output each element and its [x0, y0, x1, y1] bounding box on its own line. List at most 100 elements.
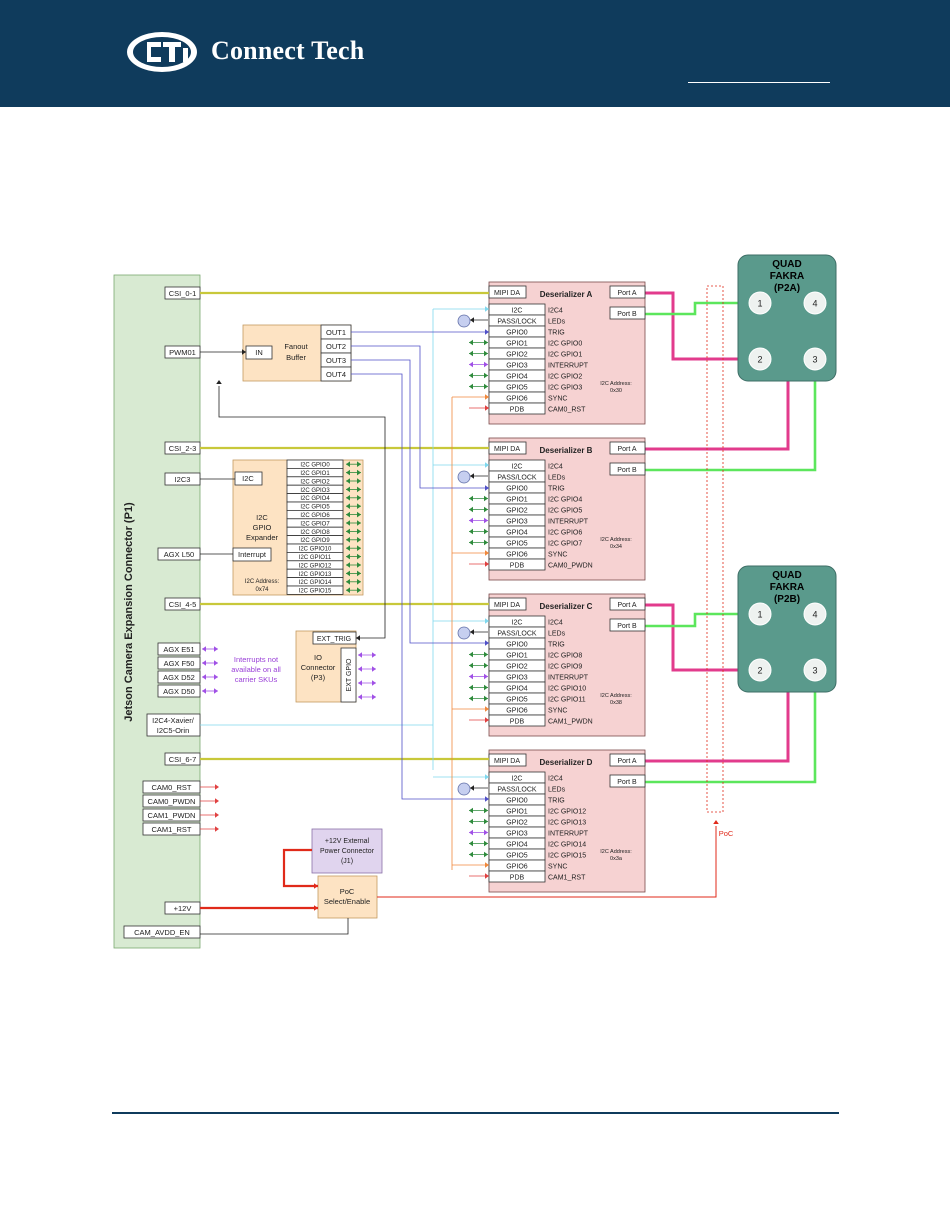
poc-line	[377, 826, 717, 898]
deser-a-gpio-arrow-3-arrow-left	[469, 339, 473, 346]
deser-b-port-a	[609, 441, 646, 455]
gpio-expander-addr-label: I2C Address:	[245, 579, 280, 585]
deser-a-gpio-arrow-7-arrow-left	[469, 383, 473, 390]
fanout-out-1-label: OUT2	[326, 342, 346, 351]
deser-c-gpio-arrow-5-arrow-left	[469, 673, 473, 680]
signal-agx_l50-label: AGX L50	[164, 550, 194, 559]
deser-c-pin-9	[488, 714, 546, 727]
deser-c-func-6: I2C GPIO10	[548, 686, 586, 693]
ext-trig-arrow-in	[356, 635, 360, 641]
deser-c-func-0: I2C4	[548, 620, 563, 627]
fakra-p2a-pin-2	[748, 347, 772, 371]
signal-agx_d50	[157, 684, 201, 698]
deser-c-addr: 0x38	[610, 700, 622, 706]
deser-d-func-7: I2C GPIO15	[548, 853, 586, 860]
deser-b-func-4: I2C GPIO5	[548, 508, 582, 515]
deser-c-gpio-arrow-7-arrow-right	[484, 695, 488, 702]
agx-interrupt-arrow-3-arrow-right	[214, 688, 218, 694]
gpio-expander-addr: 0x74	[255, 587, 269, 593]
signal-agx_d50-label: AGX D50	[163, 687, 195, 696]
deser-c-func-9: CAM1_PWDN	[548, 719, 593, 726]
deser-b-title: Deserializer B	[540, 446, 593, 455]
fakra-p2a-pin-3	[803, 347, 827, 371]
deser-a-pin-5-label: GPIO3	[506, 363, 528, 370]
fakra-p2b-pin-2-label: 2	[757, 666, 762, 676]
deser-b-pin-6-label: GPIO4	[506, 530, 528, 537]
deser-b-pin-9	[488, 558, 546, 571]
deser-c-func-2: TRIG	[548, 642, 565, 649]
port-b-line-3	[645, 682, 817, 784]
deser-a-pin-6-label: GPIO4	[506, 374, 528, 381]
expander-gpio-arrow-2-arrow-left	[346, 478, 350, 484]
deser-c-pin-5-label: GPIO3	[506, 675, 528, 682]
deser-d-gpio-arrow-5-arrow-left	[469, 829, 473, 836]
deser-d-pin-2-label: GPIO0	[506, 798, 528, 805]
fakra-p2b-title-0: QUAD	[772, 570, 801, 581]
deser-a-func-6: I2C GPIO2	[548, 374, 582, 381]
deser-c-pin-7-label: GPIO5	[506, 697, 528, 704]
deser-c-gpio-arrow-3-arrow-right	[484, 651, 488, 658]
expander-gpio-arrow-3-arrow-left	[346, 486, 350, 493]
port-a-line-0	[645, 291, 748, 361]
expander-gpio-arrow-4-arrow-left	[346, 495, 350, 501]
deser-a-gpio-arrow-6-arrow-right	[484, 372, 488, 379]
io-gpio-arrow-2-arrow-right	[372, 680, 376, 686]
signal-cam0_rst-label: CAM0_RST	[151, 783, 191, 792]
signal-csi_45-label: CSI_4-5	[169, 600, 197, 609]
deser-a-title: Deserializer A	[540, 290, 593, 299]
deser-a-func-5: INTERRUPT	[548, 363, 589, 370]
expander-gpio-arrow-7-arrow-left	[346, 520, 350, 526]
signal-agx_e51-label: AGX E51	[163, 645, 194, 654]
ext-power-line	[282, 848, 318, 888]
deser-d-func-3: I2C GPIO12	[548, 809, 586, 816]
trig-arrow-1	[485, 485, 489, 491]
deser-c-title: Deserializer C	[540, 602, 593, 611]
agx-interrupt-arrow-2-arrow-right	[214, 674, 218, 680]
deser-c-pin-0-label: I2C	[512, 620, 523, 627]
deser-b-gpio-arrow-6-arrow-left	[469, 528, 473, 535]
led-icon	[457, 314, 471, 328]
io-title-1: IO	[314, 653, 322, 662]
deser-d-func-5: INTERRUPT	[548, 831, 589, 838]
deser-c-port-a	[609, 597, 646, 611]
deser-c-pin-2-label: GPIO0	[506, 642, 528, 649]
interrupt-note-0: Interrupts not	[234, 655, 279, 664]
deser-a-pdb-arrow	[485, 405, 489, 411]
deser-d-port-b	[609, 774, 646, 788]
deser-c-port-b-label: Port B	[617, 623, 637, 630]
deser-c-gpio-arrow-4-arrow-right	[484, 662, 488, 669]
deser-d-sync-arrow	[485, 862, 489, 868]
fakra-p2b-pin-3	[803, 658, 827, 682]
io-gpio-arrow-1-arrow-right	[372, 666, 376, 672]
deser-d-func-2: TRIG	[548, 798, 565, 805]
signal-i2c3-label: I2C3	[175, 475, 191, 484]
deser-d-pin-7-label: GPIO5	[506, 853, 528, 860]
deser-d-pin-9	[488, 870, 546, 883]
trig-arrow-0	[485, 329, 489, 335]
deser-d-gpio-arrow-7-arrow-left	[469, 851, 473, 858]
led-icon	[457, 470, 471, 484]
deser-a-gpio-arrow-3-arrow-right	[484, 339, 488, 346]
fakra-p2b-pin-2	[748, 658, 772, 682]
expander-pin-11-label: I2C GPIO11	[299, 555, 332, 561]
deser-a-func-4: I2C GPIO1	[548, 352, 582, 359]
fanout-out-2-label: OUT3	[326, 356, 346, 365]
fakra-p2b-pin-0	[748, 602, 772, 626]
fakra-p2b-title-1: FAKRA	[770, 582, 804, 593]
deser-d-gpio-arrow-7-arrow-right	[484, 851, 488, 858]
trig-arrow-3	[485, 796, 489, 802]
signal-cam_avdd_en-label: CAM_AVDD_EN	[134, 928, 190, 937]
trig-line-1	[351, 345, 489, 489]
deser-b-pin-4-label: GPIO2	[506, 508, 528, 515]
deser-d-gpio-arrow-6-arrow-right	[484, 840, 488, 847]
deser-a-gpio-arrow-4-arrow-right	[484, 350, 488, 357]
expander-gpio-arrow-10-arrow-left	[346, 545, 350, 551]
deser-d-gpio-arrow-3-arrow-left	[469, 807, 473, 814]
deser-b-port-b	[609, 462, 646, 476]
deser-b-gpio-arrow-5-arrow-left	[469, 517, 473, 524]
deser-b-func-6: I2C GPIO6	[548, 530, 582, 537]
expander-gpio-arrow-0-arrow-left	[346, 461, 350, 467]
fanout-title-1: Fanout	[284, 342, 308, 351]
io-gpio-arrow-3-arrow-right	[372, 694, 376, 700]
expander-pin-13-label: I2C GPIO13	[299, 572, 332, 578]
